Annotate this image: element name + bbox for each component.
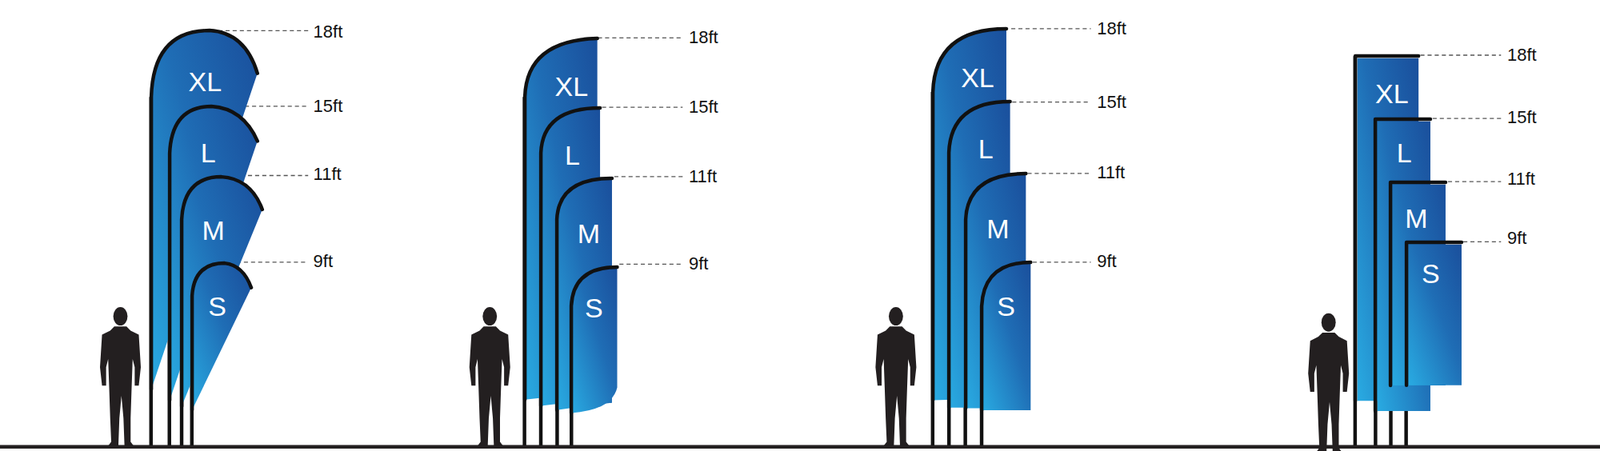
size-label: XL: [554, 72, 588, 100]
height-dimension: 11ft: [1096, 164, 1125, 182]
size-label: L: [564, 141, 580, 169]
size-label: XL: [188, 68, 223, 96]
flag-fabric: [192, 263, 252, 411]
size-label: S: [996, 292, 1016, 320]
flag-fabric: [571, 267, 617, 413]
height-dimension: 11ft: [1507, 170, 1536, 188]
flag-banner: S: [977, 258, 1035, 415]
size-label: L: [1396, 139, 1412, 167]
leader-line: [211, 28, 1501, 265]
height-dimension: 18ft: [1507, 46, 1537, 64]
size-label: M: [201, 216, 224, 244]
size-label: L: [978, 135, 994, 163]
size-label: XL: [960, 64, 995, 92]
flag-frame: [192, 263, 252, 411]
person-silhouette: [100, 307, 1349, 451]
flag-frame: [981, 262, 1031, 411]
size-label: M: [1404, 204, 1428, 232]
size-label: S: [1421, 260, 1440, 288]
height-dimension: 15ft: [313, 97, 344, 116]
height-dimension: 15ft: [688, 98, 719, 116]
flag-frame: [571, 267, 617, 413]
flag-banner: S: [188, 259, 256, 415]
height-dimension: 18ft: [313, 23, 344, 41]
flag-banner: S: [1402, 238, 1466, 390]
height-dimension: 9ft: [1507, 229, 1527, 248]
size-label: L: [200, 139, 216, 167]
flag-shape: [188, 259, 256, 415]
size-label: M: [577, 220, 600, 248]
height-dimension: 11ft: [313, 165, 342, 184]
flag-fabric: [1408, 244, 1461, 386]
ground-line: [0, 445, 1600, 449]
height-dimension: 15ft: [1096, 93, 1127, 112]
size-label: M: [986, 215, 1009, 243]
height-dimension: 18ft: [688, 28, 719, 47]
flag-shape: [567, 263, 622, 418]
height-dimension: 9ft: [313, 252, 333, 271]
height-dimension: 9ft: [1096, 252, 1116, 271]
height-dimension: 11ft: [688, 168, 717, 186]
size-label: S: [584, 294, 604, 322]
height-dimension: 18ft: [1096, 20, 1127, 38]
flag-fabric: [981, 262, 1031, 411]
flag-frame: [1406, 243, 1462, 387]
flag-shape: [977, 258, 1035, 415]
height-dimension: 9ft: [688, 255, 708, 273]
height-dimension: 15ft: [1507, 108, 1537, 127]
flag-pole: [151, 56, 1407, 446]
flag-banner: S: [567, 263, 622, 418]
size-label: XL: [1375, 80, 1409, 108]
size-label: S: [208, 292, 227, 320]
